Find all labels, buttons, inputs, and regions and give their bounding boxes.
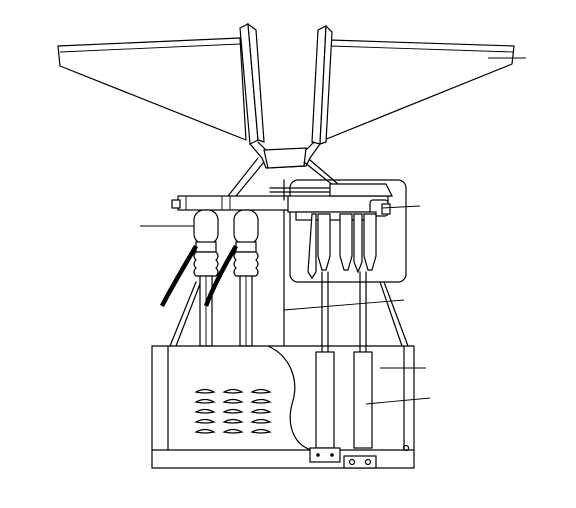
frame-legs [169,281,409,347]
vent-slot [222,398,244,404]
vent-slot [250,428,272,434]
vent-slots [194,388,272,434]
vent-slot [222,418,244,424]
vent-slot [194,388,216,394]
vertical-rods [283,209,367,353]
vent-slot [250,408,272,414]
leader-lines [140,57,526,405]
mechanism-housing [287,179,407,283]
horizontal-rail [171,179,341,211]
left-paddle [239,22,265,145]
vent-slot [222,408,244,414]
base-cabinet [151,345,415,469]
right-wing [323,39,515,141]
vent-slot [250,398,272,404]
support-struts [227,157,339,197]
vent-slot [250,388,272,394]
hoses [159,244,238,308]
vent-slot [222,428,244,434]
hopper-throat [249,141,321,169]
vent-slot [194,428,216,434]
vent-slot [194,418,216,424]
cylinder-2 [233,209,259,347]
vent-slot [222,388,244,394]
vent-slot [194,408,216,414]
cabinet-cylinders [309,351,410,469]
vent-slot [250,418,272,424]
vent-slot [194,398,216,404]
left-wing [57,37,247,141]
cylinder-1 [193,209,219,347]
right-paddle [311,24,333,145]
